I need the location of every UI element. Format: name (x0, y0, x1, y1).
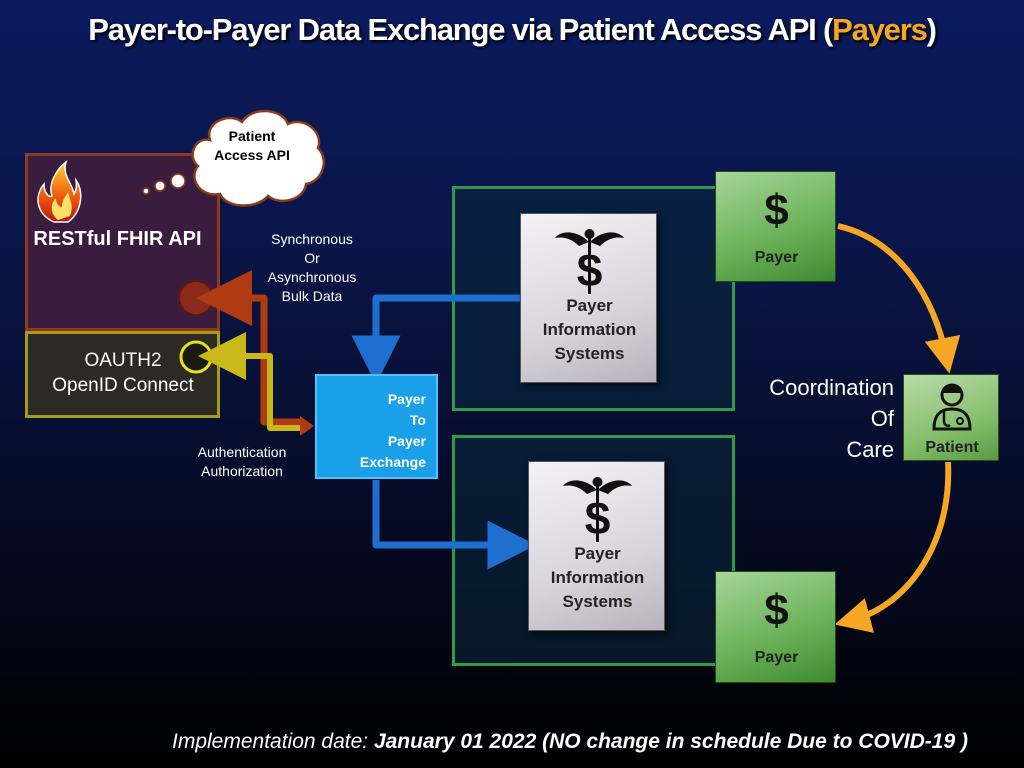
pis-top-line3: Systems (554, 344, 625, 363)
page-title: Payer-to-Payer Data Exchange via Patient… (88, 12, 937, 47)
oauth-label: OAUTH2 OpenID Connect (52, 350, 194, 396)
pis-bottom-line1: Payer (574, 544, 621, 563)
payer-information-systems-top: $ Payer Information Systems (520, 213, 657, 383)
payer-exchange-box (315, 374, 438, 479)
payer-information-systems-bottom: $ Payer Information Systems (528, 461, 665, 631)
caduceus-dollar-icon: $ (555, 229, 624, 296)
pis-bottom-line2: Information (550, 568, 645, 587)
pis-top-line1: Payer (566, 296, 613, 315)
sync-note: Synchronous Or Asynchronous Bulk Data (267, 231, 357, 304)
dollar-icon: $ (764, 186, 789, 235)
patient-doctor-icon (932, 383, 972, 431)
svg-text:$: $ (585, 492, 611, 544)
patient-label: Patient (925, 439, 979, 456)
patient-access-cloud (142, 109, 325, 207)
caduceus-dollar-icon: $ (563, 477, 632, 544)
coordination-of-care-label: Coordination Of Care (769, 375, 894, 462)
cloud-label: Patient Access API (214, 128, 290, 163)
patient-box: Patient (903, 374, 999, 461)
payer-box-top: $ Payer (715, 171, 836, 282)
dollar-icon: $ (764, 586, 789, 635)
payer-top-label: Payer (754, 249, 799, 266)
fhir-endpoint-circle (178, 280, 214, 316)
payer-box-bottom: $ Payer (715, 571, 836, 683)
payer-exchange-label: Payer To Payer Exchange (359, 391, 426, 470)
fhir-label: RESTful FHIR API (33, 228, 202, 250)
payer-bottom-label: Payer (754, 649, 799, 666)
auth-note: Authentication Authorization (197, 444, 287, 479)
implementation-date-footer: Implementation date: January 01 2022 (NO… (172, 730, 968, 753)
pis-bottom-line3: Systems (562, 592, 633, 611)
title-highlight: Payers (832, 12, 928, 47)
pis-top-line2: Information (542, 320, 637, 339)
svg-text:$: $ (577, 244, 603, 296)
flame-icon (37, 159, 82, 223)
